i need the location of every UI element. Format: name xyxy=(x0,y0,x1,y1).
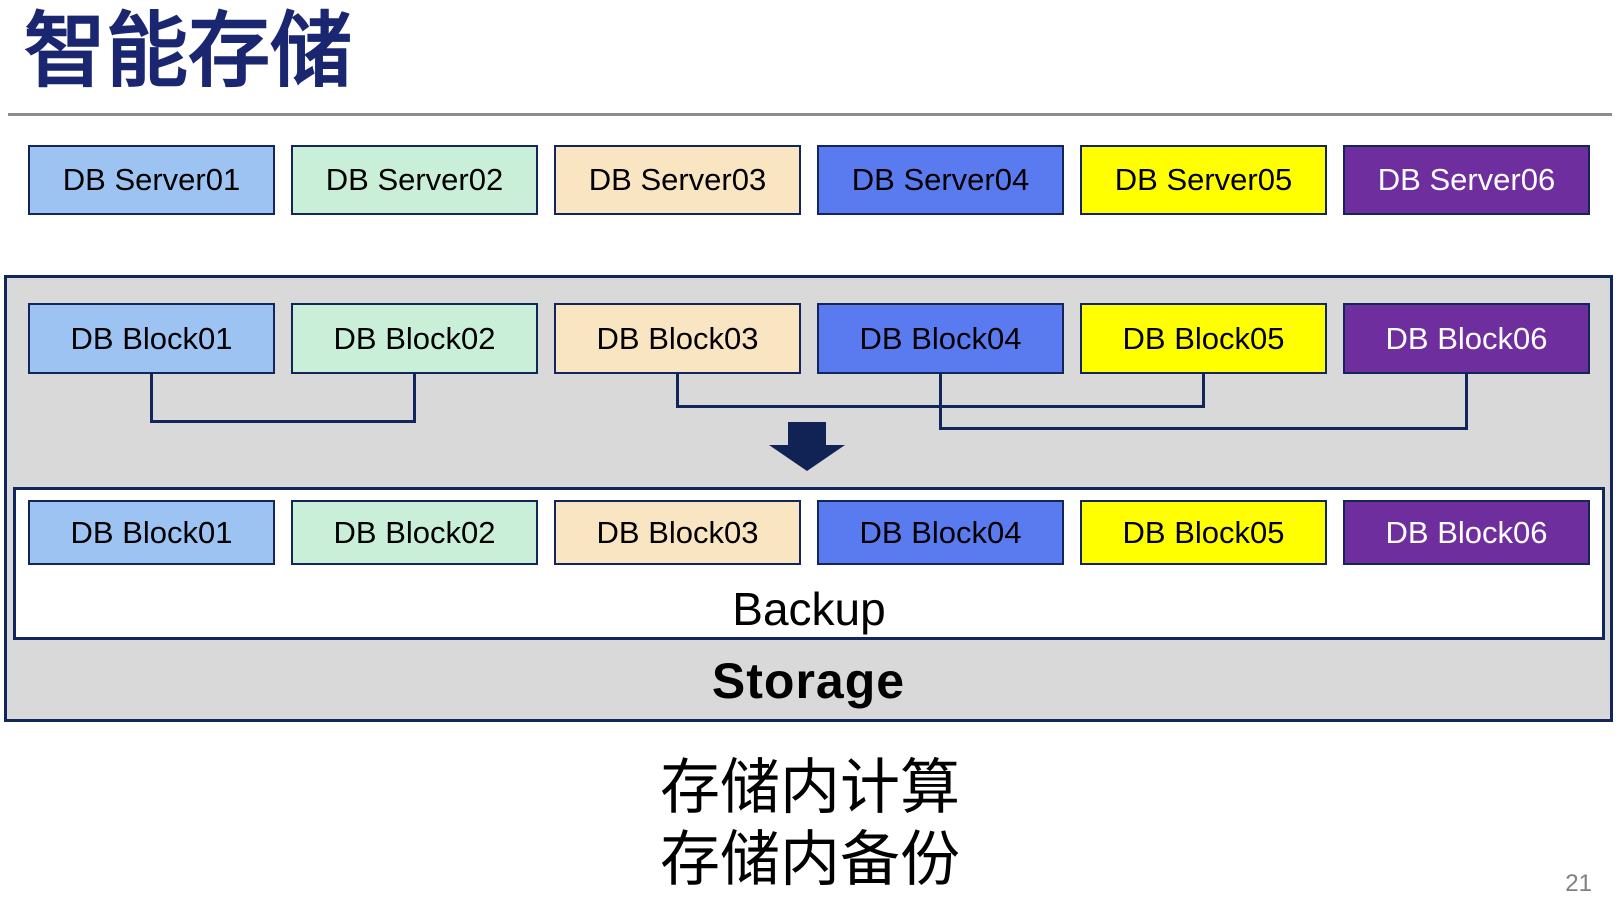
title-underline-rule xyxy=(8,113,1612,116)
db-block02-node: DB Block02 xyxy=(291,303,538,374)
caption-in-storage-compute: 存储内计算 xyxy=(660,754,960,821)
connector-line xyxy=(939,374,942,430)
db-block06-node: DB Block06 xyxy=(1343,303,1590,374)
backup-label: Backup xyxy=(732,583,886,635)
caption-in-storage-backup: 存储内备份 xyxy=(660,826,960,893)
db-block01-node: DB Block01 xyxy=(28,303,275,374)
db-server03-node: DB Server03 xyxy=(554,145,801,215)
storage-label: Storage xyxy=(711,653,906,709)
connector-line xyxy=(150,374,153,423)
connector-line xyxy=(676,374,679,408)
page-number: 21 xyxy=(1565,870,1592,897)
db-block04-node: DB Block04 xyxy=(817,303,1064,374)
db-block01-node: DB Block01 xyxy=(28,500,275,565)
db-server05-node: DB Server05 xyxy=(1080,145,1327,215)
slide-title: 智能存储 xyxy=(24,6,353,97)
connector-line xyxy=(150,420,416,423)
db-block04-node: DB Block04 xyxy=(817,500,1064,565)
db-block03-node: DB Block03 xyxy=(554,500,801,565)
db-block02-node: DB Block02 xyxy=(291,500,538,565)
backup-box xyxy=(13,487,1605,640)
db-server02-node: DB Server02 xyxy=(291,145,538,215)
connector-line xyxy=(939,427,1468,430)
db-server06-node: DB Server06 xyxy=(1343,145,1590,215)
connector-line xyxy=(1202,374,1205,408)
db-block05-node: DB Block05 xyxy=(1080,303,1327,374)
db-block03-node: DB Block03 xyxy=(554,303,801,374)
db-server04-node: DB Server04 xyxy=(817,145,1064,215)
db-block05-node: DB Block05 xyxy=(1080,500,1327,565)
db-server01-node: DB Server01 xyxy=(28,145,275,215)
connector-line xyxy=(413,374,416,423)
db-block06-node: DB Block06 xyxy=(1343,500,1590,565)
connector-line xyxy=(1465,374,1468,430)
